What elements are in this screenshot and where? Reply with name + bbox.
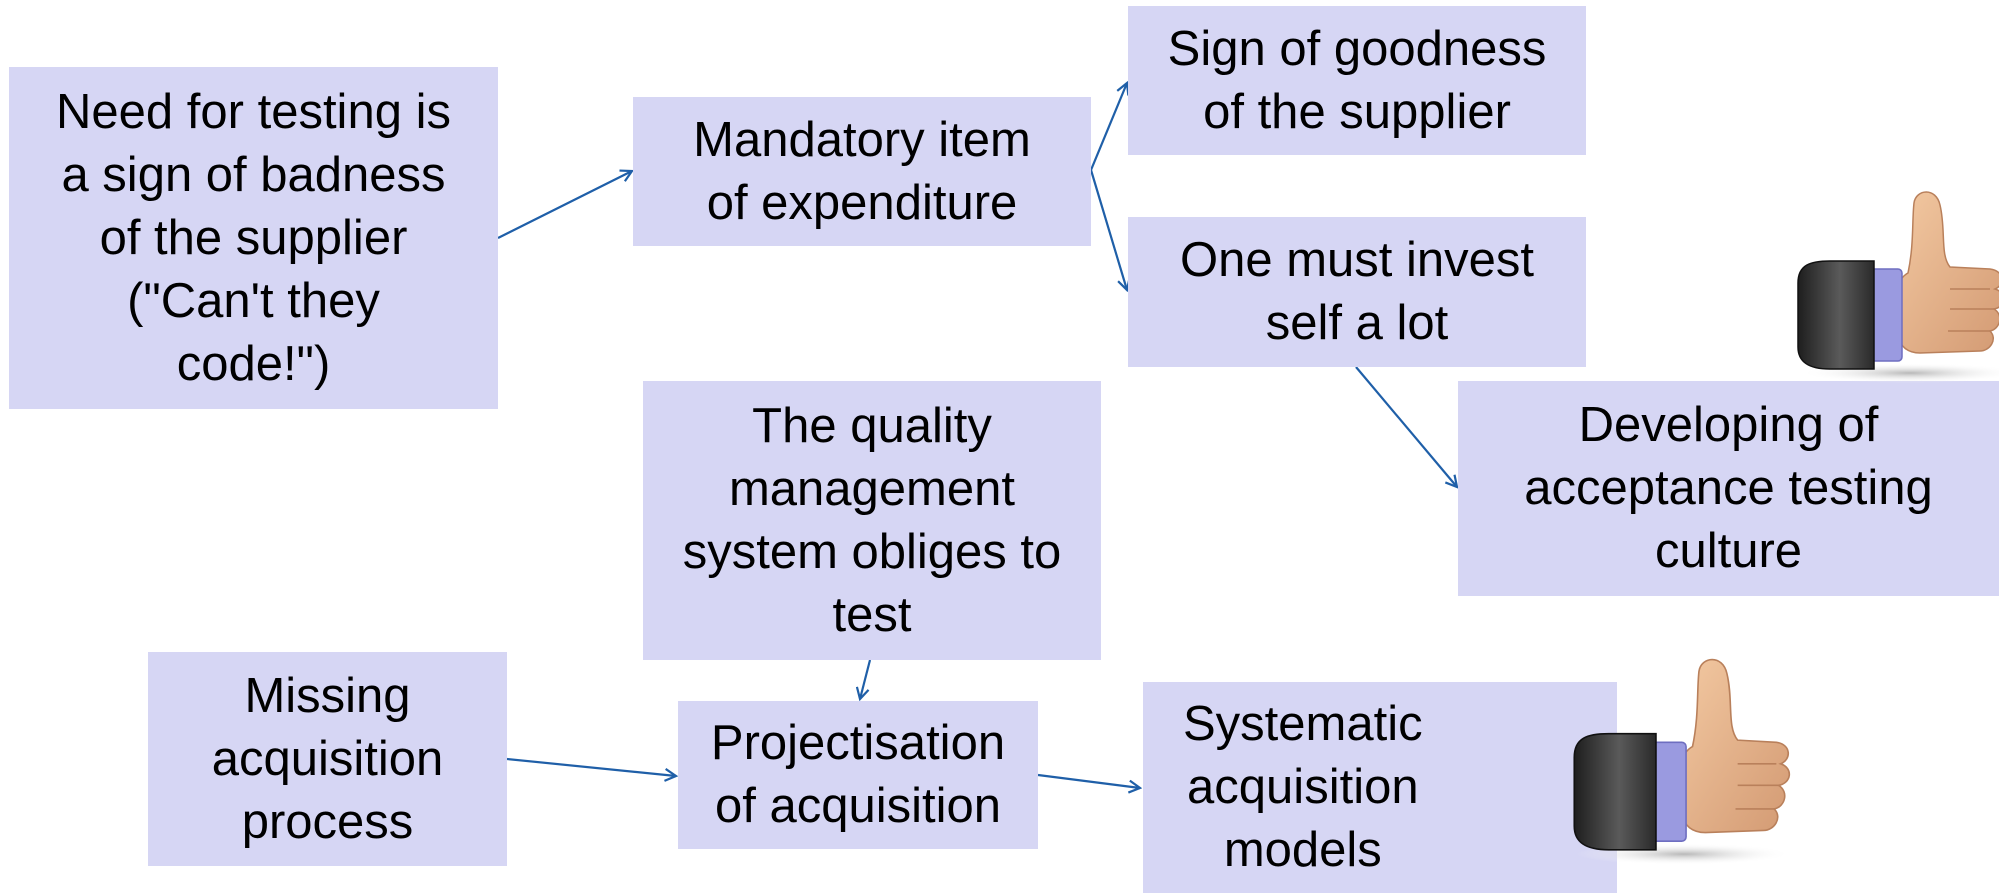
arrow-mandatory-to-goodness	[1089, 83, 1127, 171]
node-need-for-testing: Need for testing is a sign of badness of…	[9, 67, 498, 409]
node-systematic-models: Systematic acquisition models	[1143, 682, 1617, 893]
node-mandatory-item-label: Mandatory item of expenditure	[693, 112, 1031, 230]
node-systematic-models-label: Systematic acquisition models	[1183, 697, 1423, 877]
node-quality-management: The quality management system obliges to…	[643, 381, 1101, 660]
node-acceptance-culture: Developing of acceptance testing culture	[1458, 381, 1999, 596]
node-missing-acquisition-label: Missing acquisition process	[211, 668, 444, 849]
node-must-invest: One must invest self a lot	[1128, 217, 1586, 367]
thumbs-up-icon	[1797, 191, 1999, 383]
arrow-projectisation-to-systematic	[1037, 773, 1140, 788]
arrow-quality-to-projectisation	[860, 659, 872, 699]
node-mandatory-item: Mandatory item of expenditure	[633, 97, 1091, 246]
arrow-missing-to-projectisation	[506, 757, 676, 776]
arrow-mandatory-to-invest	[1089, 169, 1127, 290]
arrow-need-to-mandatory	[497, 171, 632, 239]
node-missing-acquisition: Missing acquisition process	[148, 652, 507, 866]
node-acceptance-culture-label: Developing of acceptance testing culture	[1524, 398, 1933, 578]
thumbs-up-icon	[1573, 658, 1792, 865]
node-projectisation: Projectisation of acquisition	[678, 701, 1038, 849]
node-must-invest-label: One must invest self a lot	[1179, 233, 1535, 350]
node-need-for-testing-label: Need for testing is a sign of badness of…	[56, 84, 451, 391]
node-sign-of-goodness: Sign of goodness of the supplier	[1128, 6, 1586, 155]
node-projectisation-label: Projectisation of acquisition	[710, 716, 1006, 833]
node-quality-management-label: The quality management system obliges to…	[682, 398, 1062, 642]
arrow-invest-to-culture	[1355, 366, 1457, 487]
node-sign-of-goodness-label: Sign of goodness of the supplier	[1167, 21, 1547, 139]
